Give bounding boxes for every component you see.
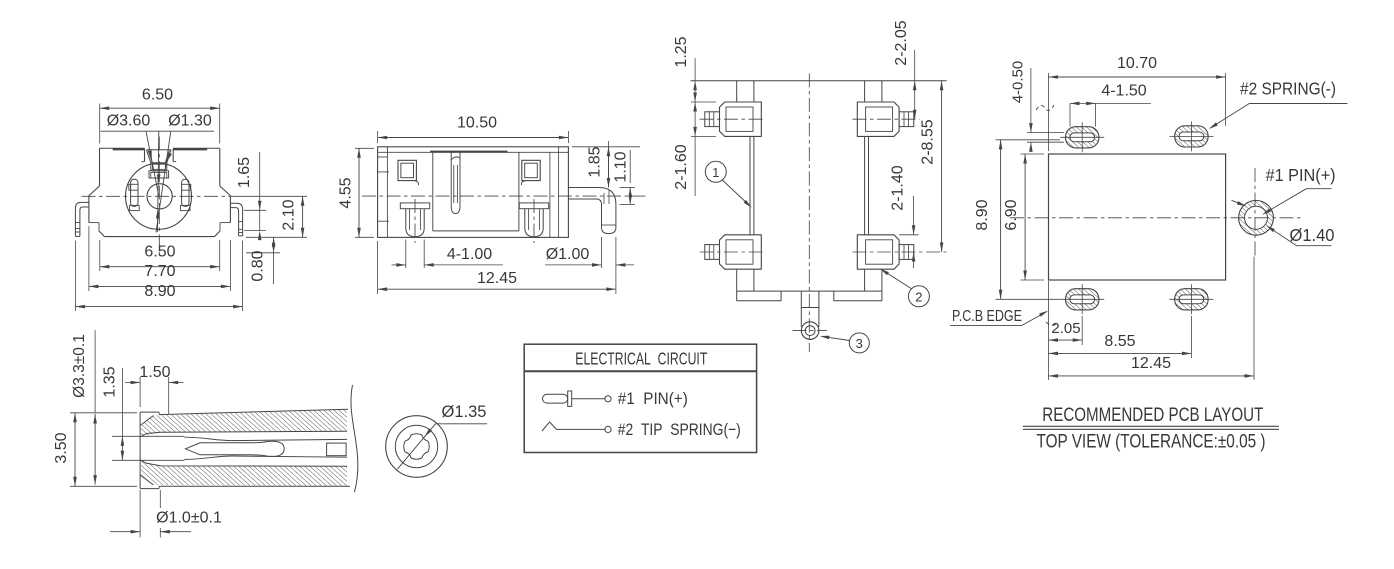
svg-text:4-1.00: 4-1.00 — [447, 246, 492, 263]
svg-text:12.45: 12.45 — [477, 270, 517, 287]
svg-text:8.55: 8.55 — [1104, 333, 1135, 350]
svg-text:3: 3 — [856, 336, 863, 351]
svg-text:Ø3.3±0.1: Ø3.3±0.1 — [71, 334, 88, 398]
svg-text:1.10: 1.10 — [613, 151, 630, 182]
svg-text:1.25: 1.25 — [673, 36, 690, 67]
svg-text:1.85: 1.85 — [587, 146, 604, 177]
svg-text:3.50: 3.50 — [53, 432, 70, 463]
svg-text:12.45: 12.45 — [1131, 355, 1171, 372]
svg-text:Ø1.0±0.1: Ø1.0±0.1 — [156, 510, 222, 527]
svg-text:2-1.60: 2-1.60 — [673, 144, 690, 189]
svg-text:Ø3.60: Ø3.60 — [107, 113, 151, 130]
svg-text:1: 1 — [712, 165, 719, 180]
svg-text:2-1.40: 2-1.40 — [889, 165, 906, 210]
svg-text:6.90: 6.90 — [1003, 199, 1020, 230]
svg-text:RECOMMENDED PCB LAYOUT: RECOMMENDED PCB LAYOUT — [1042, 404, 1263, 426]
svg-text:10.50: 10.50 — [457, 115, 497, 132]
svg-text:2: 2 — [915, 289, 922, 304]
svg-text:4.55: 4.55 — [338, 177, 355, 208]
svg-text:#2 TIP SPRING(−): #2 TIP SPRING(−) — [618, 420, 741, 439]
svg-text:1.35: 1.35 — [101, 366, 118, 397]
svg-text:4-0.50: 4-0.50 — [1010, 61, 1027, 104]
svg-text:Ø1.30: Ø1.30 — [168, 113, 212, 130]
svg-text:7.70: 7.70 — [144, 263, 175, 280]
svg-text:8.90: 8.90 — [974, 199, 991, 230]
svg-text:2-2.05: 2-2.05 — [893, 20, 910, 65]
svg-text:Ø1.40: Ø1.40 — [1290, 225, 1335, 245]
svg-text:Ø1.35: Ø1.35 — [442, 403, 487, 421]
svg-text:6.50: 6.50 — [144, 244, 175, 261]
svg-text:6.50: 6.50 — [142, 87, 173, 104]
svg-text:2-8.55: 2-8.55 — [920, 119, 937, 164]
svg-text:2.10: 2.10 — [281, 199, 298, 230]
svg-text:1.65: 1.65 — [236, 157, 253, 188]
svg-text:1.50: 1.50 — [139, 364, 170, 381]
svg-text:10.70: 10.70 — [1117, 55, 1157, 72]
svg-text:#2 SPRING(-): #2 SPRING(-) — [1240, 79, 1336, 99]
svg-text:ELECTRICAL CIRCUIT: ELECTRICAL CIRCUIT — [575, 349, 707, 369]
svg-text:0.80: 0.80 — [250, 250, 267, 281]
svg-text:8.90: 8.90 — [144, 283, 175, 300]
svg-text:TOP VIEW (TOLERANCE:±0.05 ): TOP VIEW (TOLERANCE:±0.05 ) — [1037, 431, 1266, 453]
svg-text:Ø1.00: Ø1.00 — [546, 246, 590, 263]
svg-text:P.C.B EDGE: P.C.B EDGE — [952, 308, 1022, 325]
svg-text:#1 PIN(+): #1 PIN(+) — [618, 389, 688, 408]
svg-text:4-1.50: 4-1.50 — [1101, 83, 1146, 100]
svg-text:#1 PIN(+): #1 PIN(+) — [1266, 165, 1336, 185]
svg-text:2.05: 2.05 — [1051, 320, 1080, 337]
